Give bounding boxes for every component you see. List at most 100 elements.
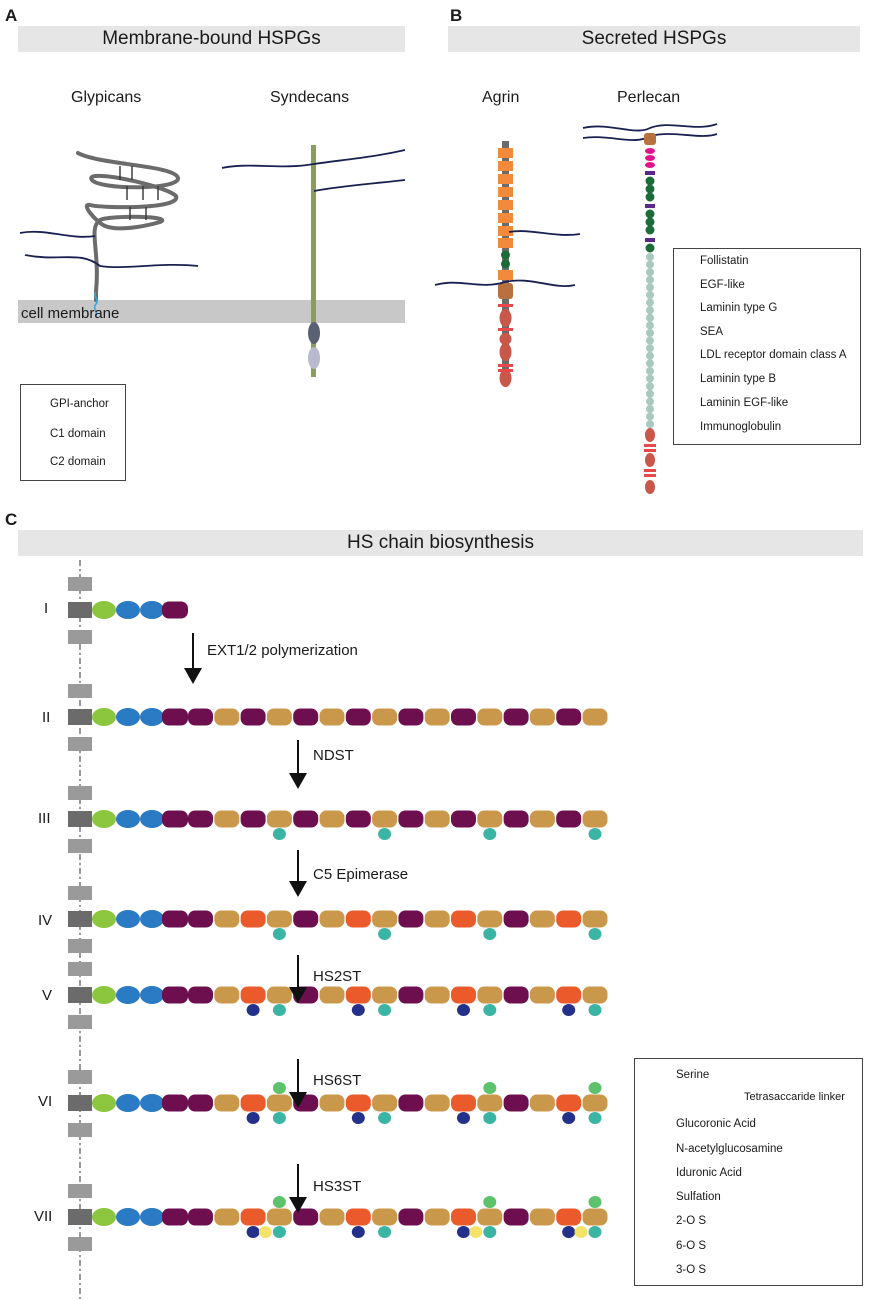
immunoglobulin-bead: [646, 420, 654, 429]
immunoglobulin-bead: [646, 367, 654, 375]
galactose: [140, 1208, 164, 1226]
sulfation: [272, 928, 286, 940]
iduronic-acid: [451, 1094, 476, 1112]
sulfation: [272, 1112, 286, 1124]
agrin-egf-domains: [498, 304, 513, 372]
immunoglobulin-bead: [646, 374, 654, 383]
immunoglobulin-bead: [646, 253, 654, 261]
agrin-hs-chain-2: [434, 279, 576, 287]
legend-serine: Serine: [676, 1069, 710, 1081]
glucuronic-acid: [240, 708, 266, 726]
immunoglobulin-bead: [646, 291, 654, 299]
step-arrow-5: [289, 1059, 307, 1108]
legend-3-o-s: 3-O S: [676, 1264, 707, 1276]
immunoglobulin-bead: [646, 382, 654, 391]
xylose: [92, 810, 116, 828]
n-acetylglucosamine: [319, 986, 345, 1004]
n-acetylglucosamine: [214, 910, 240, 928]
serine-upper: [68, 684, 92, 698]
agrin-label: Agrin: [482, 89, 520, 106]
glucuronic-acid: [398, 910, 424, 928]
serine: [68, 602, 92, 618]
glucuronic-acid: [188, 708, 213, 726]
iduronic-acid: [345, 1094, 371, 1112]
n-acetylglucosamine: [477, 910, 503, 928]
immunoglobulin-bead: [646, 321, 654, 330]
glucuronic-acid: [162, 1208, 188, 1226]
n-acetylglucosamine: [319, 810, 345, 828]
galactose: [116, 1094, 140, 1112]
cell-membrane: [18, 300, 405, 323]
agrin-laminin-g-domains: [499, 309, 512, 387]
step-arrow-1: [184, 633, 202, 684]
legend-c1-domain: C1 domain: [50, 428, 106, 440]
stage-row-7: [68, 1184, 608, 1251]
agrin-hs-chain-1: [508, 230, 581, 236]
arrow-head: [289, 773, 307, 789]
n-acetylglucosamine: [582, 1208, 608, 1226]
glucuronic-acid: [162, 601, 188, 619]
sulfation-2-o: [457, 1004, 470, 1016]
c1-domain: [308, 322, 320, 344]
sulfation: [272, 828, 286, 840]
sulfation: [378, 1226, 392, 1238]
glucuronic-acid: [162, 910, 188, 928]
serine-upper: [68, 1184, 92, 1198]
sulfation-6-o: [483, 1196, 497, 1208]
n-acetylglucosamine: [477, 1094, 503, 1112]
galactose: [116, 910, 140, 928]
immunoglobulin-bead: [646, 275, 654, 284]
serine-upper: [68, 786, 92, 800]
iduronic-acid: [451, 986, 476, 1004]
serine: [68, 1095, 92, 1111]
n-acetylglucosamine: [529, 810, 555, 828]
n-acetylglucosamine: [424, 910, 450, 928]
galactose: [116, 810, 140, 828]
n-acetylglucosamine: [424, 1208, 450, 1226]
glypicans-label: Glypicans: [71, 89, 142, 106]
step-ext-polymerization: EXT1/2 polymerization: [207, 642, 358, 659]
step-arrows: [184, 633, 307, 1213]
sulfation: [272, 1226, 286, 1238]
sulfation: [272, 1004, 286, 1016]
sulfation: [588, 1004, 602, 1016]
legend-sea: SEA: [700, 326, 724, 338]
iduronic-acid: [240, 986, 266, 1004]
n-acetylglucosamine: [266, 708, 292, 726]
sulfation: [483, 1004, 497, 1016]
glucuronic-acid: [398, 1094, 424, 1112]
iduronic-acid: [345, 910, 371, 928]
n-acetylglucosamine: [582, 986, 608, 1004]
legend-immunoglobulin: Immunoglobulin: [700, 421, 782, 433]
immunoglobulin-bead: [646, 283, 654, 292]
legend-2-o-s: 2-O S: [676, 1215, 707, 1227]
panel-b-title: Secreted HSPGs: [448, 26, 860, 52]
sulfation-2-o: [562, 1112, 576, 1124]
sulfation: [588, 1112, 602, 1124]
glucuronic-acid: [398, 708, 424, 726]
legend-iduronic-acid: Iduronic Acid: [676, 1167, 742, 1179]
glucuronic-acid: [162, 986, 188, 1004]
n-acetylglucosamine: [424, 810, 450, 828]
glucuronic-acid: [240, 810, 266, 828]
glucuronic-acid: [293, 910, 319, 928]
galactose: [140, 910, 164, 928]
n-acetylglucosamine: [424, 986, 450, 1004]
perlecan-immunoglobulin-domains: [646, 253, 654, 429]
n-acetylglucosamine: [582, 708, 608, 726]
sulfation-2-o: [246, 1226, 260, 1238]
immunoglobulin-bead: [646, 306, 654, 315]
glucuronic-acid: [345, 810, 371, 828]
n-acetylglucosamine: [214, 1094, 240, 1112]
glucuronic-acid: [188, 1208, 213, 1226]
legend-c2-domain: C2 domain: [50, 456, 106, 468]
immunoglobulin-bead: [646, 412, 654, 421]
serine-lower: [68, 737, 92, 751]
perlecan-laminin-g-domains: [645, 428, 655, 494]
glucuronic-acid: [556, 810, 582, 828]
syndecan-hs-chain-1: [221, 149, 406, 169]
legend-laminin-egf: Laminin EGF-like: [700, 397, 789, 409]
glucuronic-acid: [188, 910, 213, 928]
gpi-anchor: [93, 291, 98, 317]
legend-6-o-s: 6-O S: [676, 1240, 707, 1252]
